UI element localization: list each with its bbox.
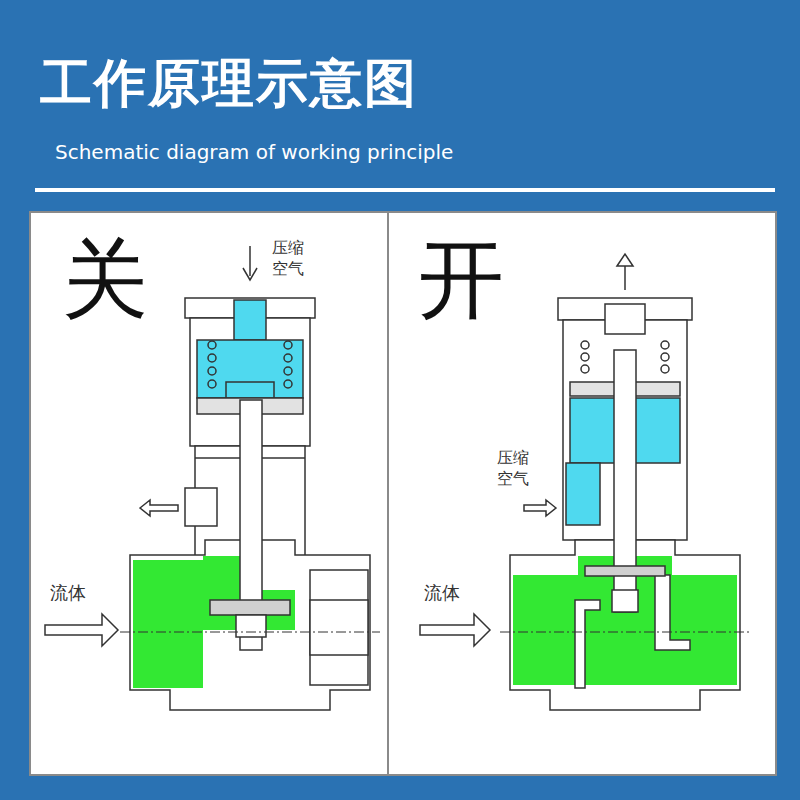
open-valve: [581, 365, 589, 373]
closed-valve: [208, 354, 216, 362]
panel: [30, 212, 776, 775]
open-valve: [513, 575, 737, 685]
open-valve: [605, 304, 645, 334]
open-valve: [661, 365, 669, 373]
fluid-label: 流体: [50, 582, 86, 604]
closed-valve: [234, 300, 266, 340]
open-valve: [420, 614, 490, 646]
open-valve: [510, 540, 740, 710]
closed-valve: [197, 340, 303, 398]
closed-valve: [45, 614, 118, 646]
subtitle: Schematic diagram of working principle: [55, 140, 453, 164]
open-valve: [575, 600, 600, 688]
closed-valve: [284, 367, 292, 375]
fluid-label: 流体: [424, 582, 460, 604]
open-valve: [661, 341, 669, 349]
closed-valve: [208, 367, 216, 375]
closed-valve: [310, 570, 368, 685]
closed-valve: [243, 268, 257, 280]
open-valve: [612, 590, 638, 612]
open-valve: [581, 353, 589, 361]
panel: [387, 212, 389, 775]
state-label: 关: [62, 228, 148, 331]
closed-valve: [284, 380, 292, 388]
closed-valve: [249, 246, 251, 276]
open-valve: [655, 575, 690, 650]
closed-valve: [120, 632, 380, 633]
closed-valve: [208, 380, 216, 388]
closed-valve: [284, 354, 292, 362]
closed-valve: [210, 600, 290, 615]
page-title: 工作原理示意图: [40, 52, 418, 114]
open-valve: [524, 500, 556, 516]
open-valve: [581, 341, 589, 349]
closed-valve: [208, 341, 216, 349]
state-label: 开: [418, 228, 504, 331]
closed-valve: [133, 560, 203, 688]
open-valve: [566, 463, 600, 525]
header-rule: [35, 188, 775, 192]
closed-valve: [310, 600, 368, 655]
closed-valve: [140, 500, 178, 516]
air-label: 压缩 空气: [272, 238, 307, 280]
air-label: 压缩 空气: [497, 448, 532, 490]
open-valve: [500, 632, 750, 633]
open-valve: [661, 353, 669, 361]
closed-valve: [284, 341, 292, 349]
open-valve: [617, 254, 633, 266]
header-rule: [35, 188, 775, 192]
panel: [30, 212, 776, 775]
open-valve: [585, 566, 665, 576]
closed-valve: [185, 488, 217, 526]
closed-valve: [226, 382, 274, 398]
closed-valve: [236, 615, 266, 637]
closed-valve: [203, 556, 240, 590]
